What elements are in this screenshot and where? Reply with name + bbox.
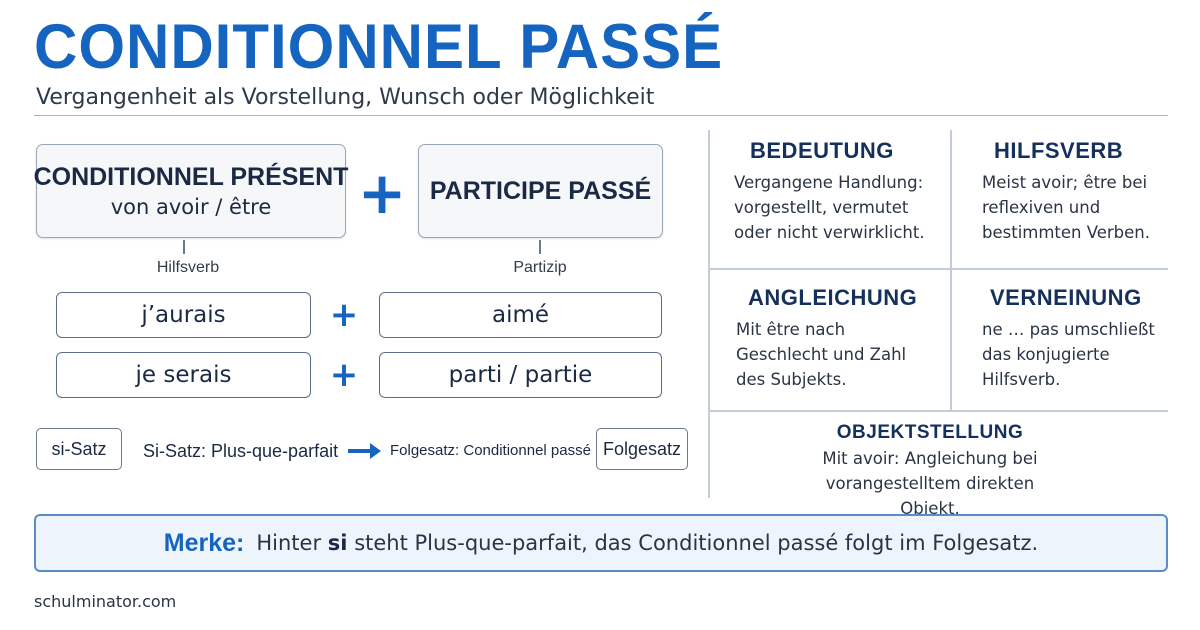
participe-passe-box: PARTICIPE PASSÉ xyxy=(418,144,663,238)
merke-text: Hinter si steht Plus-que-parfait, das Co… xyxy=(256,531,1038,555)
merke-text-before: Hinter xyxy=(256,531,322,555)
hilfsverb-heading: HILFSVERB xyxy=(994,138,1124,163)
conditionnel-present-heading: CONDITIONNEL PRÉSENT xyxy=(33,163,349,191)
example-plus-icon: + xyxy=(329,295,359,335)
folgesatz-chip: Folgesatz xyxy=(596,428,688,470)
si-satz-text: Si-Satz: Plus-que-parfait xyxy=(143,441,339,461)
grid-divider xyxy=(708,410,1168,412)
example-plus-icon: + xyxy=(329,355,359,395)
objektstellung-heading: OBJEKTSTELLUNG xyxy=(836,422,1024,443)
verneinung-text: ne … pas umschließt das konjugierte Hilf… xyxy=(982,320,1155,389)
arrow-right-icon xyxy=(346,440,382,462)
example-participle: aimé xyxy=(379,292,662,338)
conditionnel-present-box: CONDITIONNEL PRÉSENT von avoir / être xyxy=(33,144,349,238)
footer-source: schulminator.com xyxy=(34,592,177,611)
example-aux: je serais xyxy=(56,352,311,398)
page-subtitle: Vergangenheit als Vorstellung, Wunsch od… xyxy=(36,85,655,110)
left-connector xyxy=(183,240,185,254)
right-connector xyxy=(539,240,541,254)
objektstellung-text: Mit avoir: Angleichung bei vorangestellt… xyxy=(822,449,1038,518)
merke-text-after: steht Plus-que-parfait, das Conditionnel… xyxy=(354,531,1039,555)
angleichung-heading: ANGLEICHUNG xyxy=(748,285,918,310)
bedeutung-text: Vergangene Handlung: vorgestellt, vermut… xyxy=(734,173,925,242)
angleichung-text: Mit être nach Geschlecht und Zahl des Su… xyxy=(736,320,907,389)
folgesatz-text: Folgesatz: Conditionnel passé xyxy=(390,442,591,459)
bedeutung-cell: BEDEUTUNG Vergangene Handlung: vorgestel… xyxy=(734,138,944,245)
angleichung-cell: ANGLEICHUNG Mit être nach Geschlecht und… xyxy=(736,285,936,392)
grid-divider xyxy=(708,130,710,498)
header-divider xyxy=(34,115,1168,116)
objektstellung-cell: OBJEKTSTELLUNG Mit avoir: Angleichung be… xyxy=(770,422,1090,521)
example-aux: j’aurais xyxy=(56,292,311,338)
conditionnel-present-sub: von avoir / être xyxy=(110,195,272,219)
example-participle: parti / partie xyxy=(379,352,662,398)
formula-plus-icon: + xyxy=(357,159,407,227)
verneinung-heading: VERNEINUNG xyxy=(990,285,1142,310)
merke-keyword: si xyxy=(327,531,348,555)
page-title: CONDITIONNEL PASSÉ xyxy=(34,11,724,82)
verneinung-cell: VERNEINUNG ne … pas umschließt das konju… xyxy=(982,285,1162,392)
merke-label: Merke: xyxy=(163,528,245,557)
partizip-label: Partizip xyxy=(513,259,567,276)
grid-divider xyxy=(708,268,1168,270)
bedeutung-heading: BEDEUTUNG xyxy=(750,138,894,163)
si-satz-chip: si-Satz xyxy=(36,428,122,470)
hilfsverb-text: Meist avoir; être bei reflexiven und bes… xyxy=(982,173,1151,242)
hilfsverb-label: Hilfsverb xyxy=(156,259,220,276)
hilfsverb-cell: HILFSVERB Meist avoir; être bei reflexiv… xyxy=(982,138,1162,245)
merke-box: Merke: Hinter si steht Plus-que-parfait,… xyxy=(34,514,1168,572)
grid-divider xyxy=(950,130,952,410)
participe-passe-heading: PARTICIPE PASSÉ xyxy=(429,177,652,205)
